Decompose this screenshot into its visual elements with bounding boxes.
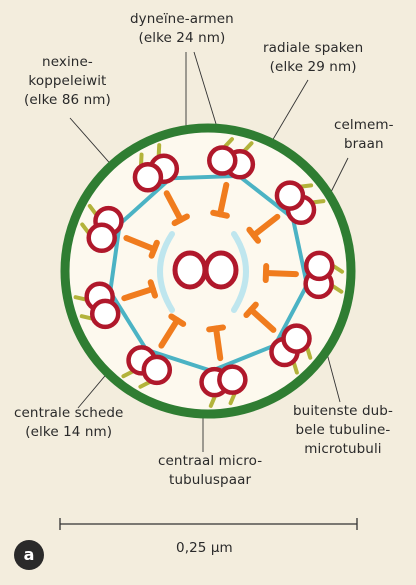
- nexin-links: [108, 173, 310, 374]
- central-sheath: [157, 231, 249, 313]
- radial-spoke: [248, 306, 277, 333]
- a-tubule: [217, 364, 248, 395]
- label-nexin: nexine- koppeleiwit (elke 86 nm): [24, 54, 111, 108]
- radial-spoke: [123, 235, 158, 253]
- a-tubule: [141, 354, 173, 386]
- label-dynein-arms: dyneïne-armen (elke 24 nm): [130, 11, 234, 46]
- spoke-head: [243, 301, 259, 319]
- sheath-arc-right: [231, 231, 249, 313]
- label-cell-membrane: celmem- braan: [334, 117, 394, 152]
- outer-doublet: [207, 137, 256, 180]
- nexin-ring: [108, 173, 310, 374]
- a-tubule: [303, 250, 335, 282]
- radial-spoke: [163, 190, 184, 223]
- radial-spoke: [262, 270, 299, 278]
- sheath-arc-left: [157, 231, 175, 313]
- radial-spoke: [217, 181, 230, 218]
- label-central-sheath: centrale schede (elke 14 nm): [14, 405, 124, 440]
- scale-bar: [59, 518, 358, 530]
- central-tubule-left: [172, 250, 208, 290]
- outer-doublet: [199, 364, 248, 408]
- outer-doublet: [303, 250, 345, 300]
- outer-doublet: [132, 143, 180, 193]
- spoke-head: [148, 239, 160, 259]
- a-tubule: [207, 145, 238, 176]
- radial-spoke: [158, 317, 181, 349]
- scale-bar-label: 0,25 μm: [176, 540, 233, 556]
- a-tubule: [281, 323, 312, 354]
- outer-doublet: [73, 281, 121, 330]
- spoke-head: [210, 209, 230, 219]
- central-tubule-right: [203, 250, 239, 290]
- outer-doublet: [269, 323, 313, 375]
- spoke-head: [246, 226, 262, 244]
- spoke-head: [171, 213, 190, 227]
- radial-spoke: [213, 325, 224, 362]
- leader-membrane: [329, 157, 349, 195]
- panel-letter-badge: a: [14, 540, 44, 570]
- radial-spoke: [250, 213, 281, 239]
- outer-doublet: [121, 345, 173, 389]
- spoke-head: [147, 279, 159, 299]
- label-central-pair: centraal micro- tubuluspaar: [158, 453, 263, 488]
- radial-spokes: [121, 181, 299, 362]
- spoke-head: [206, 324, 227, 333]
- label-radial-spokes: radiale spaken (elke 29 nm): [263, 40, 364, 75]
- a-tubule: [132, 161, 164, 193]
- a-tubule: [89, 298, 121, 330]
- outer-doublet: [80, 203, 124, 254]
- a-tubule: [86, 222, 117, 254]
- label-outer-doublets: buitenste dub- bele tubuline- microtubul…: [293, 403, 393, 457]
- spoke-head: [168, 313, 187, 327]
- outer-doublet: [274, 180, 326, 226]
- central-pair: [172, 250, 239, 290]
- radial-spoke: [121, 285, 156, 302]
- a-tubule: [274, 180, 306, 211]
- outer-doublets: [73, 137, 345, 408]
